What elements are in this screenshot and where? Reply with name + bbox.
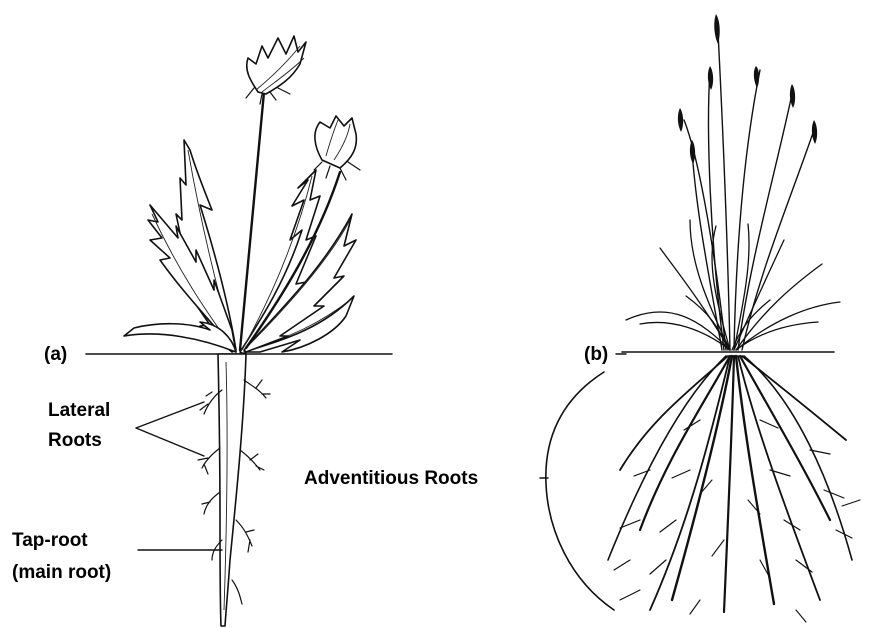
taproot-label-line2: (main root) [12, 562, 111, 583]
dandelion-plant-drawing [86, 36, 392, 626]
dandelion-flower-right [314, 116, 360, 180]
grass-flower-stalks [678, 14, 817, 350]
panel-b-marker: (b) [584, 344, 608, 365]
adventitious-roots [608, 356, 860, 622]
dandelion-leaves [124, 140, 356, 354]
taproot-label-line1: Tap-root [12, 530, 88, 551]
grass-blades [626, 220, 840, 350]
flower-stem-tall [240, 92, 264, 350]
lateral-roots-pointer [136, 402, 204, 456]
tap-root [218, 354, 246, 626]
adventitious-roots-label: Adventitious Roots [304, 468, 478, 489]
lateral-roots-label-line2: Roots [48, 430, 102, 451]
lateral-roots-label-line1: Lateral [48, 400, 110, 421]
panel-a-marker: (a) [44, 344, 67, 365]
grass-plant-drawing [608, 14, 860, 622]
dandelion-flower-top [246, 36, 306, 104]
adventitious-roots-bracket [546, 372, 614, 610]
